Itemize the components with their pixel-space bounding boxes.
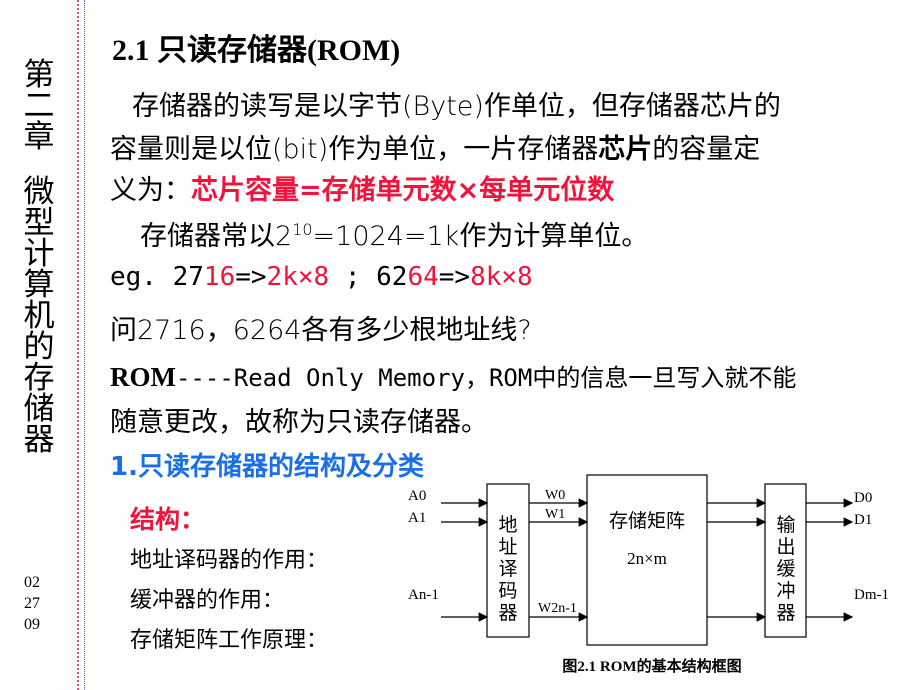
decoder-box [486, 483, 530, 638]
input-label: A1 [408, 510, 426, 526]
para1-line1: 存储器的读写是以字节(Byte)作单位，但存储器芯片的 [132, 91, 781, 122]
decoder-char: 址 [498, 536, 517, 558]
buffer-char: 冲 [776, 580, 795, 602]
buffer-box [764, 483, 807, 638]
buffer-char: 出 [776, 536, 795, 558]
section-heading: 1.只读存储器的结构及分类 [110, 452, 424, 482]
list-item: 缓冲器的作用： [130, 588, 285, 613]
matrix-box [586, 474, 708, 646]
date-line: 09 [24, 616, 40, 633]
char: 算 [23, 267, 55, 303]
date-line: 27 [24, 595, 40, 612]
question: 问2716，6264各有多少根地址线? [110, 315, 532, 346]
rom-line2: 随意更改，故称为只读存储器。 [110, 407, 488, 438]
date-line: 02 [24, 574, 40, 591]
chapter-title: 第 二 章 微 型 计 算 机 的 存 储 器 [22, 60, 56, 456]
divider-dots-blue [84, 0, 85, 690]
input-label: A0 [408, 488, 426, 504]
char: 器 [23, 422, 55, 458]
char: 第 [23, 57, 55, 93]
page-title: 2.1 只读存储器(ROM) [112, 34, 401, 67]
word-line-label: W0 [545, 488, 565, 503]
buffer-char: 器 [776, 603, 795, 624]
char: 计 [23, 236, 55, 272]
char: 微 [23, 174, 55, 210]
text: 16 [203, 262, 236, 292]
date: 02 27 09 [24, 572, 40, 635]
output-label: Dm-1 [854, 587, 889, 603]
matrix-title: 存储矩阵 [609, 510, 685, 532]
text: 存储器常以2 [140, 221, 293, 252]
decoder-char: 译 [498, 559, 517, 580]
structure-label: 结构： [130, 505, 206, 534]
example-line: eg. 2716=>2k×8 ; 6264=>8k×8 [110, 262, 533, 292]
text: 8k×8 [470, 262, 533, 292]
output-label: D0 [854, 490, 872, 506]
para1-line3: 义为：芯片容量=存储单元数×每单元位数 [110, 168, 614, 207]
char: 机 [23, 298, 55, 334]
formula: 芯片容量=存储单元数×每单元位数 [191, 175, 615, 206]
text-bold: 芯片 [598, 134, 653, 165]
text: 义为： [110, 175, 191, 206]
text: 的容量定 [652, 134, 761, 165]
para2: 存储器常以210=1024=1k作为计算单位。 [140, 214, 648, 253]
decoder-char: 器 [498, 603, 517, 624]
char: 章 [23, 119, 55, 155]
char: 型 [23, 205, 55, 241]
divider-dots-red [77, 0, 79, 690]
text: ; 62 [329, 262, 408, 292]
figure-caption: 图2.1 ROM的基本结构框图 [562, 657, 741, 675]
matrix-size: 2n×m [627, 549, 667, 568]
input-label: An-1 [408, 587, 439, 603]
superscript: 10 [292, 220, 313, 239]
char: 存 [23, 360, 55, 396]
arrows [441, 498, 854, 622]
output-label: D1 [854, 512, 872, 528]
char: 二 [23, 88, 55, 124]
buffer-char: 缓 [776, 558, 795, 580]
char: 储 [23, 391, 55, 427]
char: 的 [23, 329, 55, 365]
word-line-label: W1 [545, 507, 565, 522]
text: ----Read Only Memory，ROM中的信息一旦写入就不能 [175, 364, 797, 392]
decoder-char: 地 [498, 514, 517, 536]
text: eg. 27 [110, 262, 204, 292]
word-line-label: W2n-1 [538, 601, 577, 616]
para1-line2: 容量则是以位(bit)作为单位，一片存储器芯片的容量定 [110, 127, 760, 166]
text: =1024=1k作为计算单位。 [312, 221, 649, 252]
buffer-char: 输 [776, 514, 795, 536]
list-item: 地址译码器的作用： [130, 548, 329, 573]
text: => [438, 262, 471, 292]
list-item: 存储矩阵工作原理： [130, 628, 329, 653]
text: 2k×8 [266, 262, 330, 292]
text: 64 [407, 262, 439, 292]
decoder-char: 码 [498, 581, 517, 602]
rom-line1: ROM----Read Only Memory，ROM中的信息一旦写入就不能 [110, 358, 796, 393]
text-bold: ROM [110, 362, 176, 392]
text: 容量则是以位(bit)作为单位，一片存储器 [110, 134, 599, 165]
text: => [235, 262, 267, 292]
